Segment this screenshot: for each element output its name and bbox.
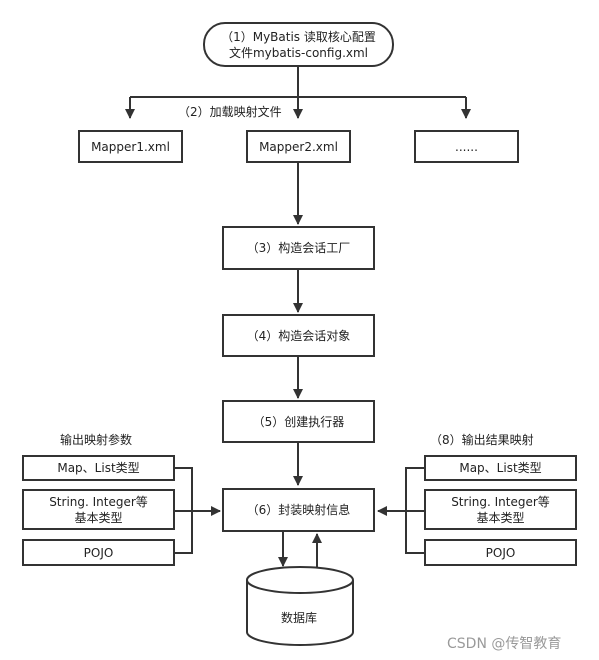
start-node-read-config: （1）MyBatis 读取核心配置 文件mybatis-config.xml [203, 22, 394, 67]
output-map-list-node: Map、List类型 [424, 455, 577, 481]
output-pojo-node: POJO [424, 539, 577, 566]
database-cylinder [246, 566, 354, 646]
step6-wrap-mapping-info: （6）封装映射信息 [222, 488, 375, 532]
step2-label: （2）加载映射文件 [178, 105, 282, 119]
mapper1-node: Mapper1.xml [78, 130, 183, 163]
start-line2: 文件mybatis-config.xml [228, 45, 369, 60]
output-mapping-title: （8）输出结果映射 [430, 433, 534, 447]
input-pojo-node: POJO [22, 539, 175, 566]
database-label: 数据库 [281, 611, 318, 625]
mapper2-node: Mapper2.xml [246, 130, 351, 163]
watermark: CSDN @传智教育 [447, 636, 562, 652]
input-mapping-title: 输出映射参数 [60, 433, 133, 447]
mapper3-node: ...... [414, 130, 519, 163]
start-line1: （1）MyBatis 读取核心配置 [221, 29, 376, 44]
input-primitive-node: String. Integer等 基本类型 [22, 489, 175, 530]
step5-create-executor: （5）创建执行器 [222, 400, 375, 443]
input-map-list-node: Map、List类型 [22, 455, 175, 481]
step3-build-session-factory: （3）构造会话工厂 [222, 226, 375, 270]
output-primitive-node: String. Integer等 基本类型 [424, 489, 577, 530]
step4-build-session: （4）构造会话对象 [222, 314, 375, 357]
